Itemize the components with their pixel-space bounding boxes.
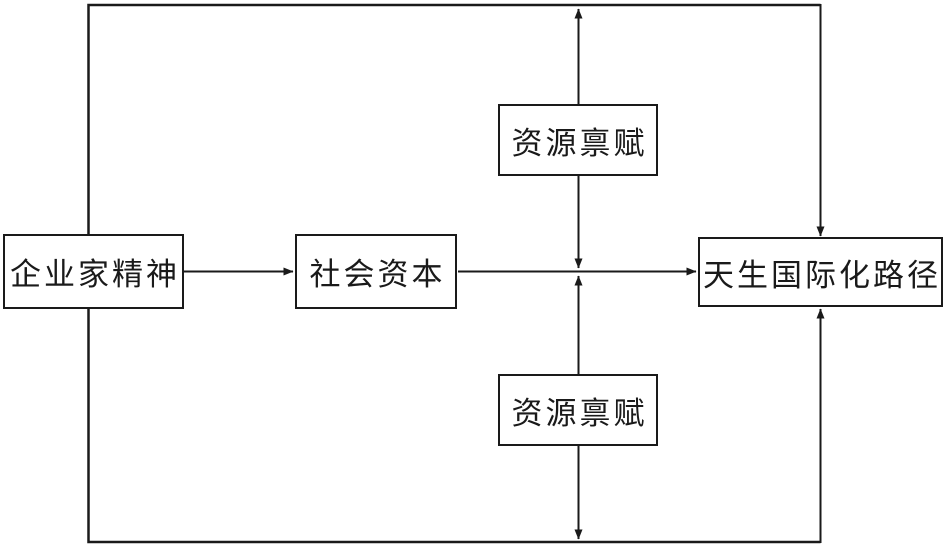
node-resource-endowment-bottom: 资源禀赋 [498, 374, 658, 446]
node-resource-endowment-top-label: 资源禀赋 [511, 125, 648, 161]
node-social-capital-label: 社会资本 [309, 257, 446, 292]
node-resource-endowment-top: 资源禀赋 [498, 104, 658, 176]
node-social-capital: 社会资本 [295, 234, 457, 309]
node-resource-endowment-bottom-label: 资源禀赋 [511, 395, 648, 431]
node-entrepreneurship-label: 企业家精神 [10, 257, 180, 292]
node-born-global-path-label: 天生国际化路径 [703, 257, 941, 293]
node-born-global-path: 天生国际化路径 [698, 237, 943, 307]
node-entrepreneurship: 企业家精神 [3, 234, 184, 309]
